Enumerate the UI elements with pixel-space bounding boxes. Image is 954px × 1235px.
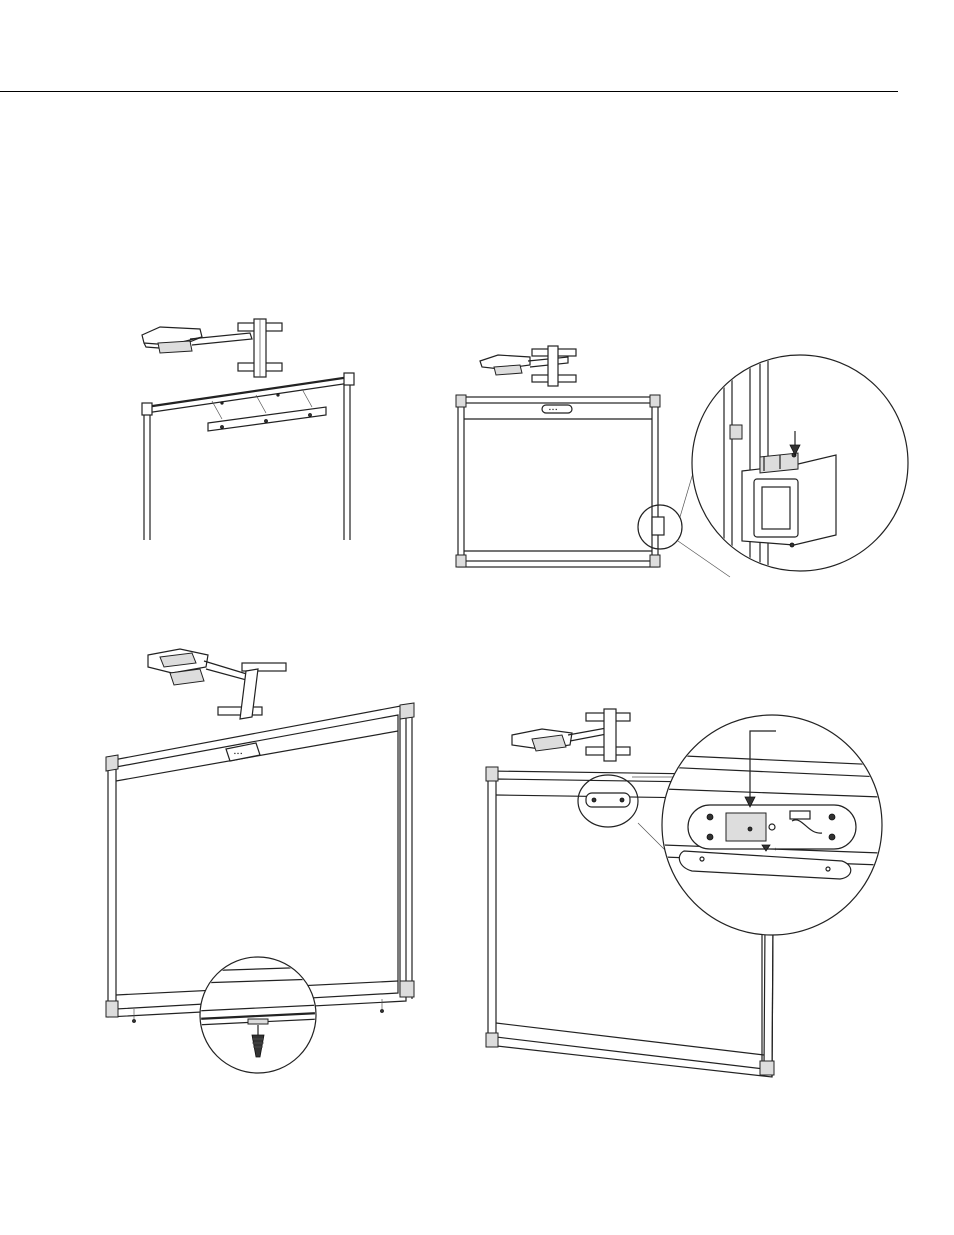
figure-step1 [130, 315, 370, 550]
projector-bracket-mount-illustration [130, 315, 370, 550]
figure-step4: + [482, 705, 894, 1085]
figure-step3: ▪ ▪ ▪ [100, 645, 430, 1075]
svg-text:+: + [774, 847, 777, 853]
whiteboard-bottom-screw-detail-illustration: ▪ ▪ ▪ [100, 645, 430, 1075]
svg-text:▪ ▪ ▪: ▪ ▪ ▪ [234, 751, 242, 757]
svg-text:▪ ▪ ▪: ▪ ▪ ▪ [549, 407, 557, 413]
header-rule [0, 91, 898, 92]
pen-tray-cable-connection-detail-illustration: + [482, 705, 894, 1085]
figure-step2: ▪ ▪ ▪ [450, 345, 910, 580]
whiteboard-side-bracket-detail-illustration: ▪ ▪ ▪ [450, 345, 910, 580]
